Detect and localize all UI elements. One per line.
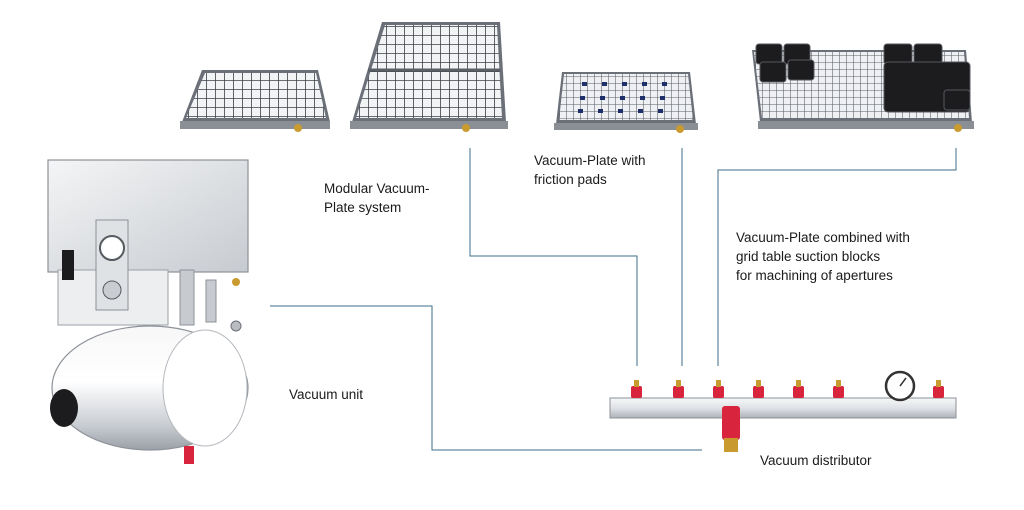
modular-plate-large: [350, 22, 508, 132]
modular-plate-small: [180, 70, 330, 132]
combined-suction-plate: [752, 43, 974, 132]
friction-pad-plate: [554, 72, 698, 133]
label-vacuum-unit: Vacuum unit: [289, 387, 364, 402]
label-vacuum-distributor: Vacuum distributor: [760, 453, 872, 468]
connector-combined-line: [717, 148, 957, 366]
connector-modular-line: [469, 148, 638, 366]
label-combined-suction: Vacuum-Plate combined with grid table su…: [736, 230, 910, 283]
label-modular-vacuum-plate: Modular Vacuum- Plate system: [324, 181, 430, 215]
connector-lines: [270, 148, 957, 451]
vacuum-distributor: [609, 370, 957, 452]
connector-vacuum-unit-line: [270, 305, 702, 451]
label-friction-pads: Vacuum-Plate with friction pads: [534, 153, 646, 187]
vacuum-unit: [47, 159, 249, 464]
